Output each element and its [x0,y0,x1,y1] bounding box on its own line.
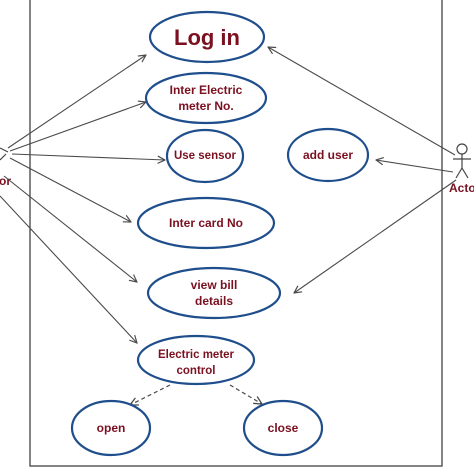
login-label: Log in [174,25,240,50]
assoc-left-inter-meter [9,102,146,152]
inter-meter-label-line2: meter No. [178,99,233,113]
dash-to-open [130,384,171,405]
view-bill-label-line2: details [195,294,233,308]
right-associations [268,47,457,293]
dash-to-close [229,384,262,404]
system-boundary [29,0,443,467]
open-label: open [97,421,126,435]
assoc-right-login [268,47,456,156]
view-bill-label-line1: view bill [191,278,238,292]
use-case-open[interactable]: open [70,399,152,457]
right-actor-head [456,143,468,155]
meter-control-label-line1: Electric meter [158,349,235,361]
left-actor: or [0,147,11,188]
right-actor [453,143,471,179]
use-case-electric-meter-control[interactable]: Electric meter control [136,334,256,386]
assoc-left-meter-control [0,195,137,343]
use-case-login[interactable]: Log in [148,10,266,64]
use-case-view-bill[interactable]: view bill details [146,266,282,320]
use-case-add-user[interactable]: add user [286,127,370,183]
close-label: close [268,421,299,435]
use-case-close[interactable]: close [242,399,324,457]
assoc-left-view-bill [3,175,137,282]
use-case-use-sensor[interactable]: Use sensor [165,128,245,184]
assoc-left-use-sensor [11,153,165,160]
extend-arrows [130,384,262,405]
use-case-inter-card[interactable]: Inter card No [136,196,276,250]
use-case-inter-electric-meter[interactable]: Inter Electric meter No. [144,71,268,125]
assoc-left-inter-card [9,157,131,222]
inter-card-label: Inter card No [169,216,243,230]
add-user-label: add user [303,148,353,162]
right-actor-label: Acto [449,181,474,195]
meter-control-label-line2: control [177,365,216,377]
assoc-right-view-bill [294,179,457,293]
left-associations [0,55,165,343]
assoc-right-add-user [376,160,454,173]
inter-meter-label-line1: Inter Electric [170,83,243,97]
use-sensor-label: Use sensor [174,150,237,162]
left-actor-label: or [0,174,11,188]
assoc-left-login [7,55,146,149]
